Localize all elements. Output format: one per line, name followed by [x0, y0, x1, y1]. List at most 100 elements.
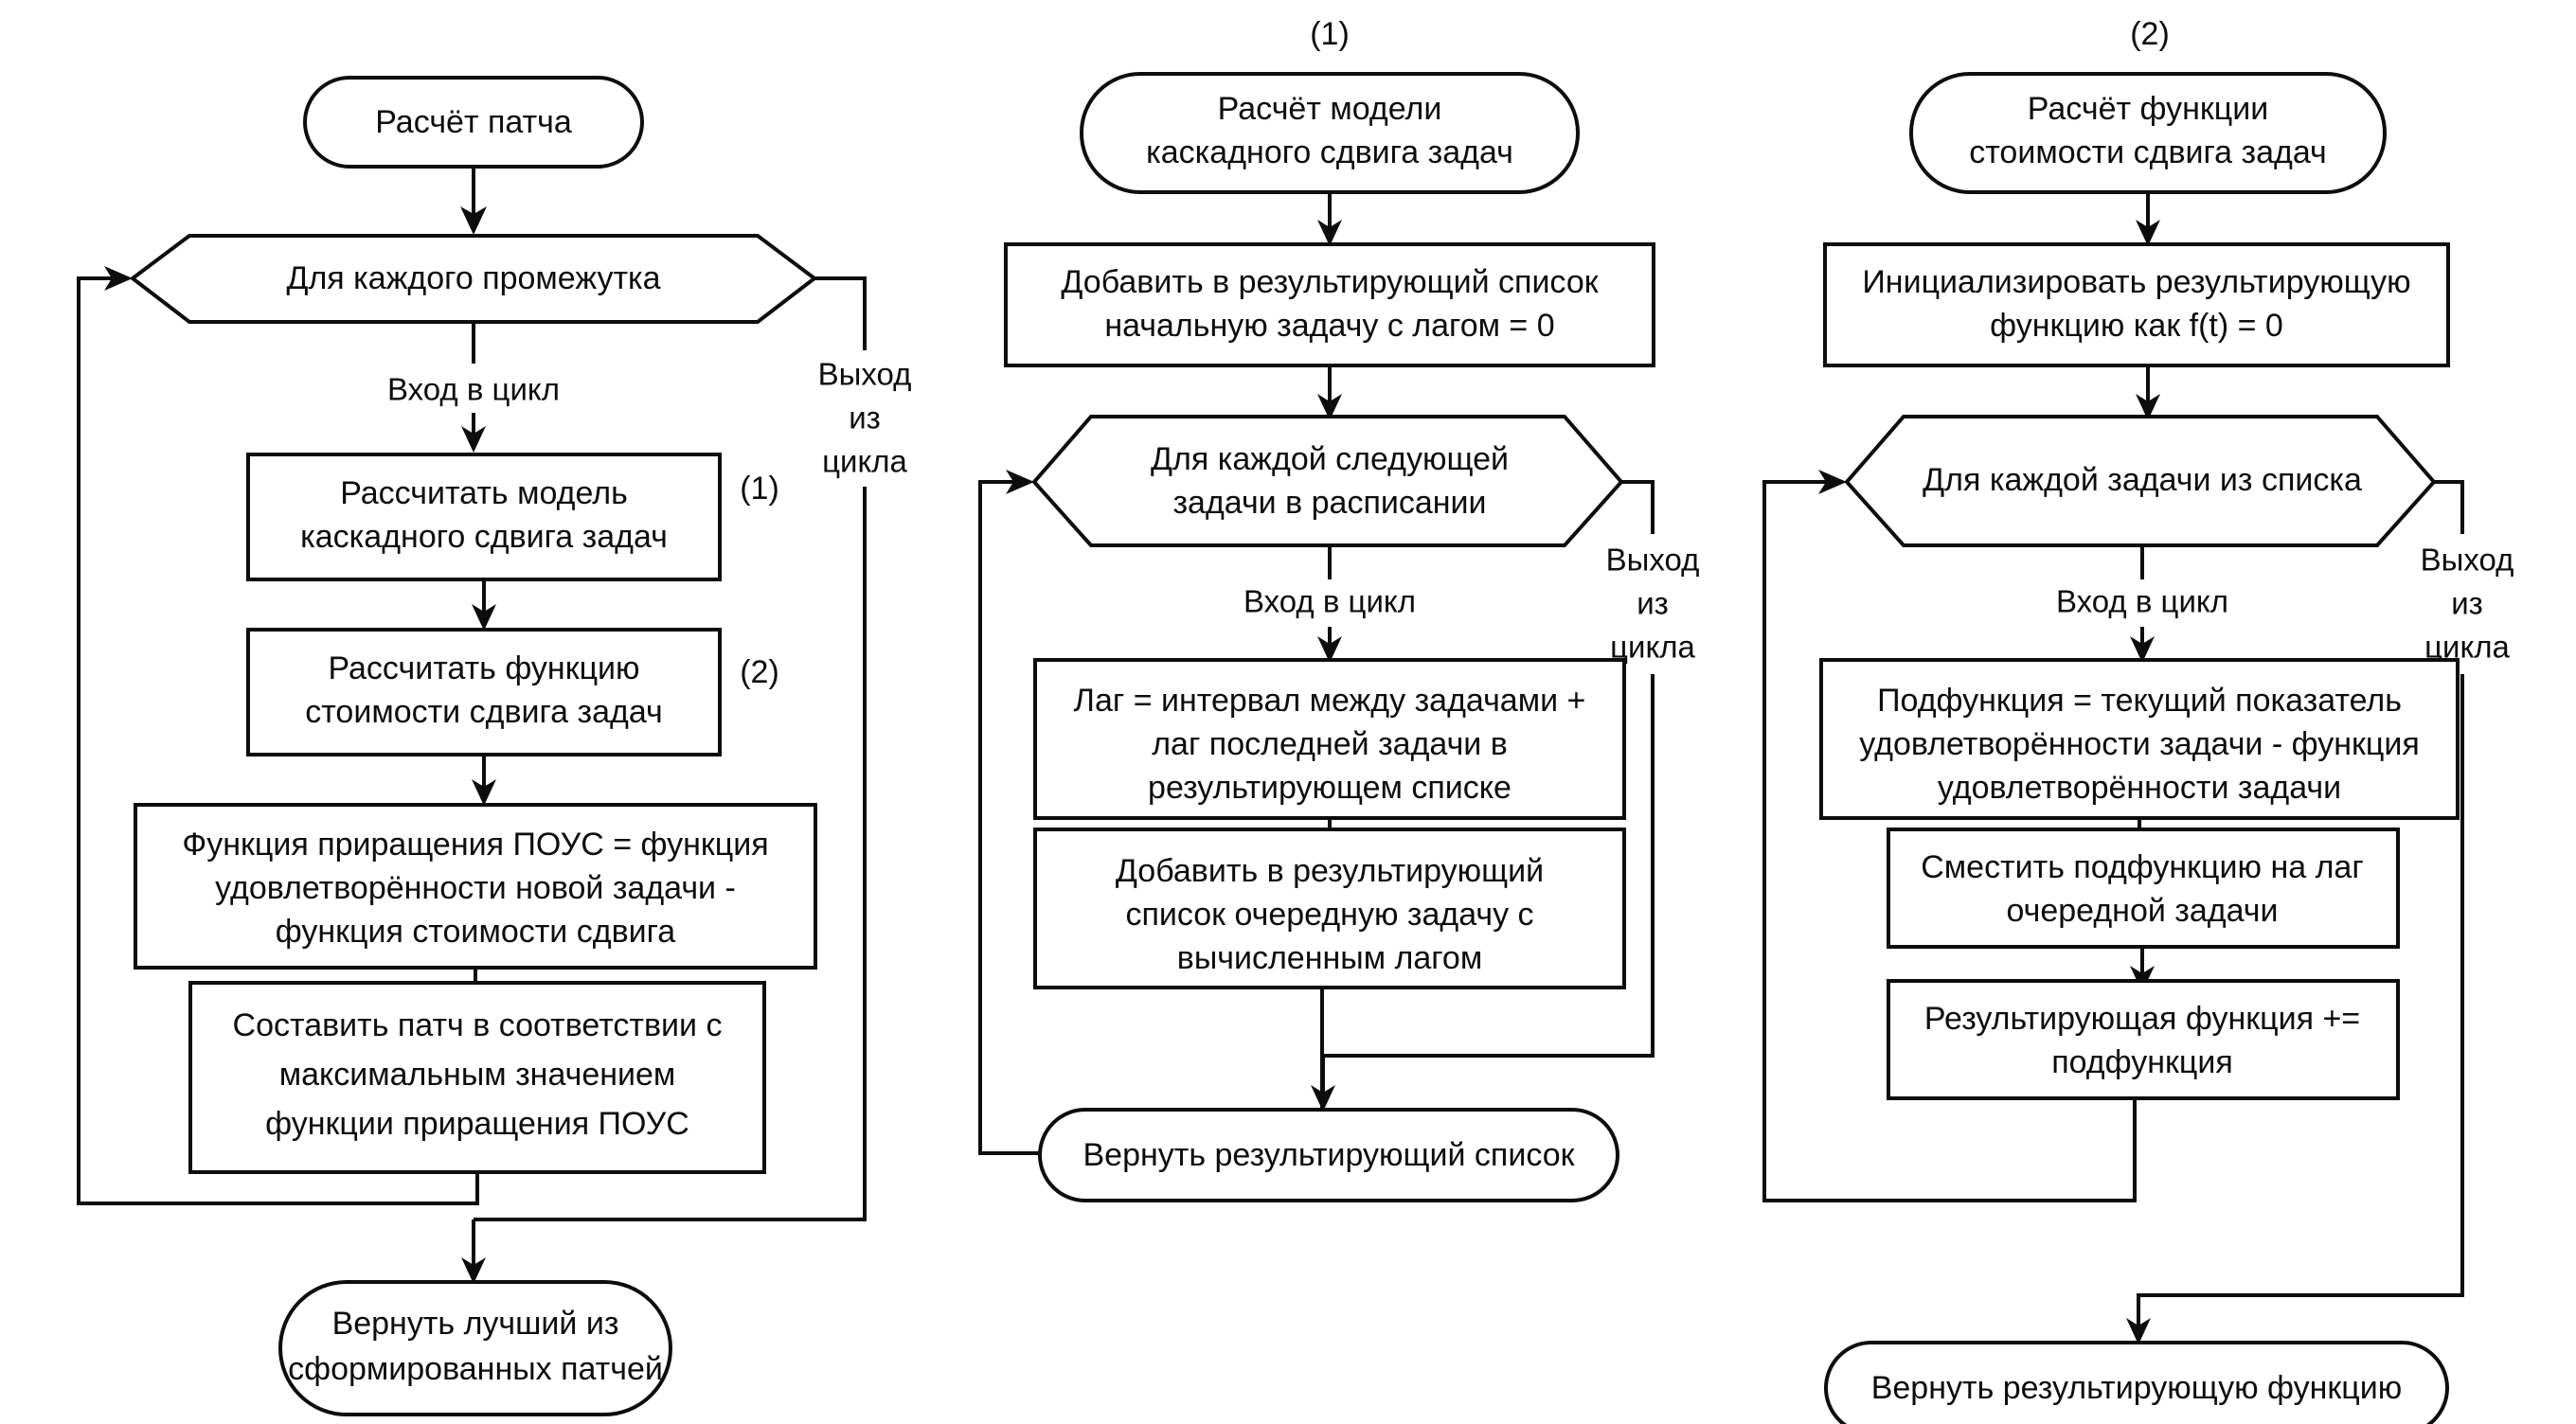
- node-n3-p2[interactable]: Сместить подфункцию на лаг очередной зад…: [1887, 828, 2400, 949]
- process-shape: [1887, 828, 2400, 949]
- terminator-shape: [1824, 1341, 2449, 1424]
- node-n2-start-line-1: каскадного сдвига задач: [1146, 134, 1513, 170]
- node-n3-end-line-0: Вернуть результирующую функцию: [1871, 1370, 2403, 1406]
- process-shape: [1033, 658, 1626, 820]
- node-n2-loop-line-0: Для каждой следующей: [1151, 441, 1509, 477]
- arrowhead-icon: [2136, 220, 2160, 246]
- arrowhead-icon: [1006, 470, 1034, 494]
- terminator-shape: [1038, 1108, 1619, 1202]
- node-n1-p4[interactable]: Составить патч в соответствии с максимал…: [188, 981, 766, 1174]
- node-n3-start-line-1: стоимости сдвига задач: [1969, 134, 2327, 170]
- edge-n2-loop-enter: Вход в цикл: [1243, 545, 1416, 663]
- node-n3-end[interactable]: Вернуть результирующую функцию: [1824, 1341, 2449, 1424]
- edge-n3-loop-enter: Вход в цикл: [2056, 545, 2228, 663]
- node-n1-end-line-0: Вернуть лучший из: [332, 1306, 619, 1342]
- node-n2-end[interactable]: Вернуть результирующий список: [1038, 1108, 1619, 1202]
- process-shape: [246, 628, 722, 756]
- node-n3-p1[interactable]: Подфункция = текущий показатель удовлетв…: [1819, 658, 2460, 820]
- arrowhead-icon: [2136, 394, 2160, 420]
- process-shape: [134, 803, 817, 970]
- node-n1-loop[interactable]: Для каждого промежутка: [129, 234, 818, 324]
- node-n2-p2-line-1: список очередную задачу с: [1125, 897, 1533, 933]
- node-n2-p1[interactable]: Лаг = интервал между задачами + лаг посл…: [1033, 658, 1626, 820]
- arrowhead-icon: [2126, 1318, 2151, 1344]
- arrowhead-icon: [460, 206, 487, 235]
- arrowhead-icon: [472, 604, 496, 631]
- node-n3-loop-line-0: Для каждой задачи из списка: [1923, 462, 2362, 498]
- node-n2-loop[interactable]: Для каждой следующей задачи в расписании: [1031, 415, 1624, 547]
- edge-n1-p1-to-p2: [472, 579, 496, 631]
- arrowhead-icon: [104, 266, 133, 291]
- process-shape: [1819, 658, 2460, 820]
- node-n3-p3-line-0: Результирующая функция +=: [1924, 1001, 2360, 1037]
- process-shape: [1033, 828, 1626, 989]
- column-2-title-text: (1): [1310, 16, 1350, 52]
- edge-n3-p0-to-loop: [2136, 365, 2160, 420]
- label-loop-exit-1-line-2: цикла: [822, 444, 907, 479]
- process-shape: [1887, 979, 2400, 1100]
- edge-n1-loopback: [77, 266, 479, 1205]
- label-loop-exit-2-line-1: из: [1637, 586, 1669, 621]
- node-n2-p2[interactable]: Добавить в результирующий список очередн…: [1033, 828, 1626, 989]
- edge-n1-loop-enter: Вход в цикл: [387, 322, 560, 453]
- node-n3-p0-line-1: функцию как f(t) = 0: [1990, 308, 2283, 344]
- node-n1-p2[interactable]: Рассчитать функцию стоимости сдвига зада…: [246, 628, 722, 756]
- arrowhead-icon: [461, 1257, 486, 1284]
- terminator-shape: [278, 1280, 672, 1416]
- node-n1-end-line-1: сформированных патчей: [288, 1351, 663, 1387]
- node-n2-p1-line-1: лаг последней задачи в: [1152, 726, 1508, 762]
- arrowhead-icon: [1317, 636, 1342, 663]
- node-n2-p0-line-1: начальную задачу с лагом = 0: [1104, 308, 1554, 344]
- label-loop-enter-1: Вход в цикл: [387, 372, 560, 407]
- node-n1-p4-line-2: функции приращения ПОУС: [265, 1106, 689, 1142]
- ref-label-2: (2): [740, 654, 779, 690]
- loop-hexagon-shape: [1031, 415, 1624, 547]
- node-n3-p2-line-0: Сместить подфункцию на лаг: [1921, 849, 2363, 885]
- node-n3-p0[interactable]: Инициализировать результирующую функцию …: [1823, 242, 2450, 367]
- label-loop-exit-2-line-0: Выход: [1606, 543, 1700, 578]
- node-n2-p1-line-0: Лаг = интервал между задачами +: [1074, 683, 1586, 719]
- node-n1-end[interactable]: Вернуть лучший из сформированных патчей: [278, 1280, 672, 1416]
- edge-n1-start-to-loop: [460, 167, 487, 235]
- label-loop-exit-3-line-1: из: [2451, 586, 2483, 621]
- node-n1-p4-line-1: максимальным значением: [279, 1057, 676, 1093]
- edge-n3-loop-exit: Выход из цикла: [2126, 480, 2513, 1344]
- edge-n3-loopback: [1762, 470, 2137, 1202]
- edge-n3-start-to-p0: [2136, 192, 2160, 246]
- column-3-title-text: (2): [2130, 16, 2170, 52]
- node-n1-p3-line-1: удовлетворённости новой задачи -: [215, 870, 736, 906]
- node-n1-p3[interactable]: Функция приращения ПОУС = функция удовле…: [134, 803, 817, 970]
- process-shape: [1823, 242, 2450, 367]
- node-n3-p3[interactable]: Результирующая функция += подфункция: [1887, 979, 2400, 1100]
- node-n2-start[interactable]: Расчёт модели каскадного сдвига задач: [1080, 72, 1580, 194]
- node-n2-loop-line-1: задачи в расписании: [1172, 485, 1486, 521]
- column-2-title: (1): [1310, 16, 1350, 52]
- node-n1-p3-line-0: Функция приращения ПОУС = функция: [182, 827, 768, 863]
- arrowhead-icon: [461, 426, 486, 453]
- node-n1-p1-line-0: Рассчитать модель: [340, 475, 628, 511]
- node-n1-p3-line-2: функция стоимости сдвига: [276, 914, 676, 950]
- edge-n1-loop-exit: Выход из цикла: [474, 276, 911, 1221]
- node-n1-p2-line-1: стоимости сдвига задач: [305, 694, 663, 730]
- node-n1-start-line-0: Расчёт патча: [375, 104, 572, 140]
- node-n2-p1-line-2: результирующем списке: [1148, 770, 1512, 806]
- node-n3-start[interactable]: Расчёт функции стоимости сдвига задач: [1909, 72, 2387, 194]
- edge-n2-start-to-p0: [1317, 192, 1342, 246]
- label-loop-enter-3: Вход в цикл: [2056, 584, 2228, 619]
- node-n3-loop[interactable]: Для каждой задачи из списка: [1844, 415, 2437, 547]
- node-n3-p0-line-0: Инициализировать результирующую: [1862, 264, 2410, 300]
- edge-n2-loopback: [978, 470, 1324, 1155]
- edge-n1-exit-to-end: [461, 1219, 486, 1284]
- process-shape: [246, 453, 722, 581]
- arrowhead-icon: [1317, 220, 1342, 246]
- node-n2-p0[interactable]: Добавить в результирующий список начальн…: [1004, 242, 1655, 367]
- label-loop-enter-2: Вход в цикл: [1243, 584, 1416, 619]
- node-n2-end-line-0: Вернуть результирующий список: [1083, 1137, 1576, 1173]
- node-n3-p1-line-2: удовлетворённости задачи: [1938, 770, 2341, 806]
- node-n3-p1-line-0: Подфункция = текущий показатель: [1877, 683, 2402, 719]
- node-n1-p1[interactable]: Рассчитать модель каскадного сдвига зада…: [246, 453, 722, 581]
- node-n1-start[interactable]: Расчёт патча: [303, 76, 644, 169]
- node-n1-p4-line-0: Составить патч в соответствии с: [233, 1007, 723, 1043]
- process-shape: [188, 981, 766, 1174]
- arrowhead-icon: [1317, 394, 1342, 420]
